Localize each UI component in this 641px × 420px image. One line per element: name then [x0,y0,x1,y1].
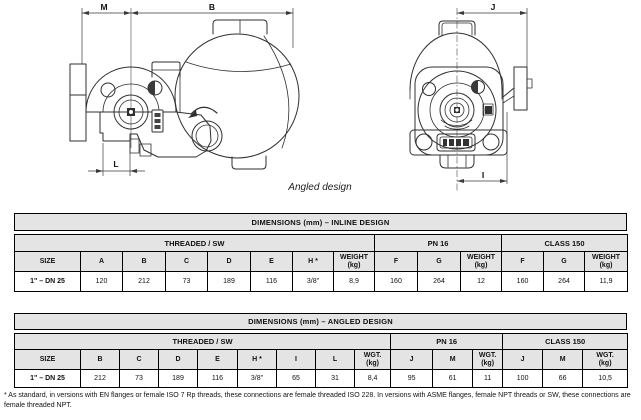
value-cell: 73 [119,369,159,388]
column-header: A [80,251,123,272]
size-cell: 1" – DN 25 [14,271,81,292]
column-header: C [119,349,159,370]
side-view-drawing [69,19,300,170]
column-header: WGT.(kg) [582,349,629,370]
dimension-arrowheads [82,11,527,183]
dim-label-b: B [209,2,215,12]
value-cell: 3/8" [292,271,334,292]
value-cell: 160 [374,271,418,292]
value-cell: 212 [122,271,166,292]
value-cell: 65 [276,369,316,388]
inline-design-table: DIMENSIONS (mm) – INLINE DESIGN THREADED… [14,213,629,292]
brand-tag [151,109,164,133]
column-header: C [165,251,208,272]
value-cell: 8,4 [353,369,392,388]
value-cell: 189 [158,369,198,388]
column-header: WGT.(kg) [472,349,504,370]
value-cell: 95 [390,369,434,388]
section-header: PN 16 [390,333,504,350]
column-header: E [250,251,293,272]
section-header: THREADED / SW [13,333,392,350]
dimension-lines [81,8,528,192]
column-header: I [276,349,316,370]
footnote: * As standard, in versions with EN flang… [4,392,631,409]
column-header: WEIGHT(kg) [459,251,503,272]
column-header: SIZE [14,349,81,370]
value-cell: 212 [80,369,120,388]
column-header: WEIGHT(kg) [584,251,629,272]
table-row: 1" – DN 25 212 73 189 116 3/8" 65 31 8,4… [14,369,629,388]
column-header: SIZE [14,251,81,272]
value-cell: 100 [502,369,544,388]
column-header: E [197,349,238,370]
value-cell: 160 [501,271,545,292]
value-cell: 120 [80,271,123,292]
column-header: B [80,349,120,370]
value-cell: 11,9 [584,271,629,292]
section-header: CLASS 150 [501,234,629,252]
column-header: G [417,251,461,272]
value-cell: 8,9 [333,271,375,292]
technical-drawings: M B L J I [69,2,533,192]
column-header: WGT.(kg) [353,349,392,370]
angled-design-table: DIMENSIONS (mm) – ANGLED DESIGN THREADED… [13,313,629,388]
figure-caption: Angled design [288,182,352,193]
value-cell: 264 [417,271,461,292]
column-header: M [432,349,474,370]
table-title: DIMENSIONS (mm) – INLINE DESIGN [14,213,627,231]
column-header: H * [237,349,277,370]
table-row: 1" – DN 25 120 212 73 189 116 3/8" 8,9 1… [14,271,629,292]
column-header: G [543,251,586,272]
column-header: F [501,251,545,272]
front-view-drawing [409,20,533,169]
value-cell: 10,5 [582,369,629,388]
size-cell: 1" – DN 25 [14,369,81,388]
section-header: PN 16 [373,234,503,252]
section-header: THREADED / SW [14,234,375,252]
value-cell: 66 [542,369,584,388]
column-header: J [502,349,544,370]
dim-label-i: I [482,170,484,180]
column-header: B [122,251,166,272]
value-cell: 11 [472,369,504,388]
section-header: CLASS 150 [502,333,629,350]
value-cell: 73 [165,271,208,292]
value-cell: 116 [197,369,238,388]
column-header: WEIGHT(kg) [333,251,375,272]
value-cell: 3/8" [237,369,277,388]
value-cell: 264 [543,271,586,292]
brand-plate [436,133,476,152]
value-cell: 61 [432,369,474,388]
column-header: D [158,349,198,370]
column-header: F [374,251,418,272]
dim-label-j: J [491,2,496,12]
value-cell: 12 [459,271,503,292]
table-title: DIMENSIONS (mm) – ANGLED DESIGN [14,313,627,330]
value-cell: 189 [207,271,251,292]
dim-label-m: M [100,2,107,12]
column-header: M [542,349,584,370]
value-cell: 116 [250,271,293,292]
dim-label-l: L [113,159,118,169]
value-cell: 31 [315,369,355,388]
column-header: L [315,349,355,370]
column-header: D [207,251,251,272]
column-header: J [390,349,434,370]
column-header: H * [292,251,334,272]
